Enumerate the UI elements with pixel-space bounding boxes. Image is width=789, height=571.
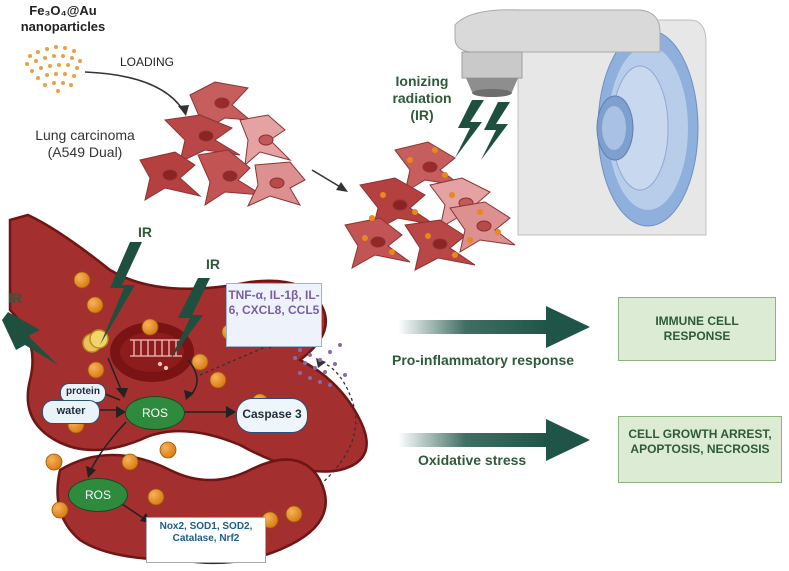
antioxidant-genes-box: Nox2, SOD1, SOD2, Catalase, Nrf2 — [146, 517, 266, 563]
radiotherapy-machine — [454, 9, 707, 236]
oxidative-stress-arrow — [398, 419, 590, 461]
cell-line-label: Lung carcinoma (A549 Dual) — [35, 127, 135, 160]
ionizing-radiation-label: Ionizing radiation (IR) — [392, 73, 452, 123]
ros-node-main: ROS — [125, 396, 185, 430]
loading-arrow — [84, 71, 184, 111]
ros-node-secondary: ROS — [68, 478, 128, 512]
pro-inflammatory-arrow — [398, 306, 590, 348]
dna-damage-icon — [130, 339, 182, 371]
ir-label-top: IR — [138, 224, 152, 240]
ir-lightning-icons — [2, 242, 210, 365]
cell-death-outcome-box: CELL GROWTH ARREST, APOPTOSIS, NECROSIS — [618, 416, 782, 483]
cell-cluster-loaded — [344, 141, 516, 271]
loading-label: LOADING — [120, 55, 175, 69]
loaded-nanoparticles — [362, 147, 501, 258]
ionizing-lightning-icon — [455, 100, 510, 160]
cytokines-box: TNF-α, IL-1β, IL-6, CXCL8, CCL5 — [226, 283, 322, 347]
pro-inflammatory-label: Pro-inflammatory response — [392, 352, 575, 368]
caspase-3-node: Caspase 3 — [236, 398, 308, 433]
nanoparticles-label: Fe₃O₄@Au nanoparticles — [20, 3, 106, 34]
cell-cluster-unloaded — [139, 81, 306, 208]
ir-label-left: IR — [8, 290, 22, 306]
nanoparticle-cluster — [25, 45, 82, 93]
immune-response-box: IMMUNE CELL RESPONSE — [618, 297, 776, 361]
water-node: water — [42, 400, 100, 424]
ir-label-right: IR — [206, 256, 220, 272]
oxidative-stress-label: Oxidative stress — [418, 452, 527, 468]
